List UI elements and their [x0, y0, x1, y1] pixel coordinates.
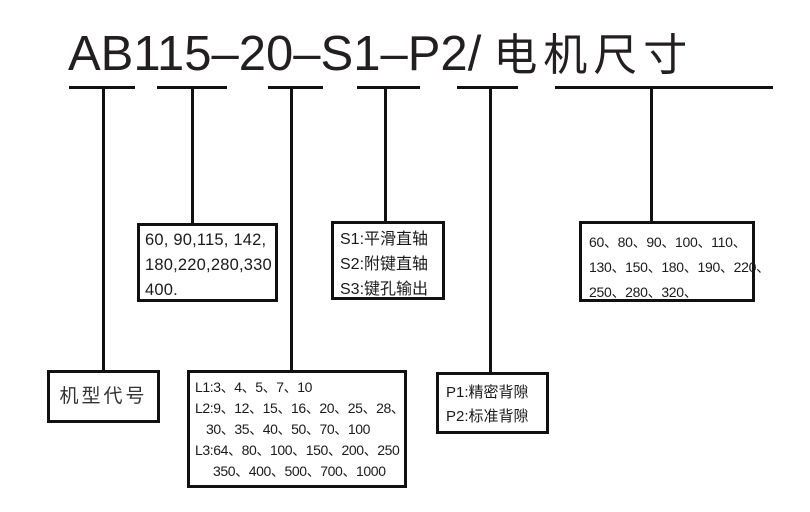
underline-ratio: [268, 86, 323, 89]
title-separator: –: [293, 27, 321, 81]
connector-motor-size: [650, 86, 653, 222]
shaft-type-line: S1:平滑直轴: [340, 231, 429, 248]
frame-size-line: 180,220,280,330: [145, 256, 272, 274]
motor-size-line: 130、150、180、190、220、: [589, 259, 770, 275]
title-separator: –: [380, 27, 408, 81]
shaft-type-line: S3:键孔输出: [340, 281, 429, 298]
ratio-box: L1:3、4、5、7、10 L2:9、12、15、16、20、25、28、 30…: [187, 370, 407, 488]
model-code-label: 机型代号: [59, 386, 148, 407]
model-number-title: AB115–20–S1–P2/电机尺寸: [68, 27, 694, 81]
frame-size-box: 60, 90,115, 142, 180,220,280,330 400.: [137, 223, 278, 302]
underline-backlash: [457, 86, 518, 89]
connector-frame-size: [191, 86, 194, 224]
backlash-box: P1:精密背隙 P2:标准背隙: [436, 372, 549, 434]
connector-ratio: [290, 86, 293, 371]
backlash-line: P1:精密背隙: [446, 384, 529, 401]
title-backlash: P2: [407, 27, 468, 81]
ratio-line: L2:9、12、15、16、20、25、28、: [195, 400, 405, 416]
shaft-type-box: S1:平滑直轴 S2:附键直轴 S3:键孔输出: [331, 221, 445, 300]
title-frame-size: 115: [133, 27, 212, 81]
title-slash: /: [467, 27, 482, 81]
title-motor-size: 电机尺寸: [493, 30, 694, 81]
backlash-line: P2:标准背隙: [446, 408, 529, 425]
connector-backlash: [489, 86, 492, 373]
ratio-line: 350、400、500、700、1000: [213, 463, 386, 479]
frame-size-line: 60, 90,115, 142,: [145, 231, 267, 249]
shaft-type-line: S2:附键直轴: [340, 256, 429, 273]
title-shaft: S1: [320, 27, 381, 81]
underline-shaft: [357, 86, 420, 89]
underline-motor-size: [555, 86, 773, 89]
motor-size-box: 60、80、90、100、110、 130、150、180、190、220、 2…: [579, 221, 770, 302]
ratio-line: L3:64、80、100、150、200、250: [195, 442, 400, 458]
title-ratio: 20: [238, 27, 294, 81]
ratio-line: 30、35、40、50、70、100: [206, 421, 371, 437]
title-model-code: AB: [68, 27, 134, 81]
motor-size-line: 60、80、90、100、110、: [589, 234, 747, 250]
model-code-box: 机型代号: [47, 370, 160, 423]
frame-size-line: 400.: [145, 281, 178, 299]
title-separator: –: [211, 27, 239, 81]
motor-size-line: 250、280、320、: [589, 284, 698, 300]
ratio-line: L1:3、4、5、7、10: [195, 379, 312, 395]
connector-model-code: [102, 86, 105, 371]
connector-shaft: [384, 86, 387, 222]
